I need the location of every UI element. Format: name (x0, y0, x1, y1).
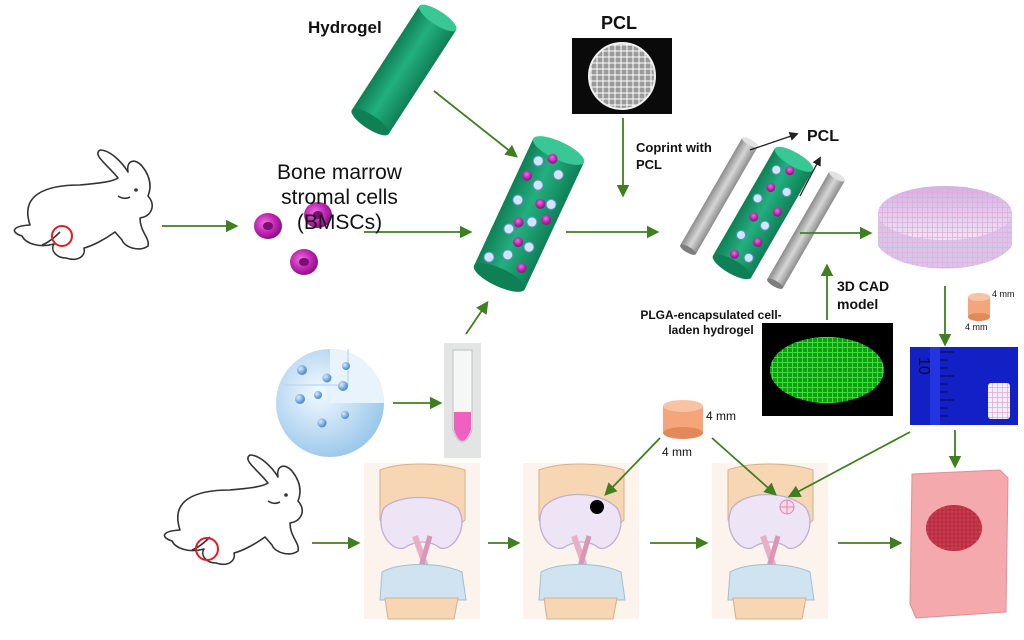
pcl-right-label: PCL (807, 128, 839, 145)
hydrogel-label: Hydrogel (308, 18, 382, 37)
size-label-small-2: 4 mm (965, 322, 988, 332)
hydrogel-tube-photo (444, 343, 481, 458)
pcl-pointer-arrow-2 (799, 156, 821, 197)
cad-model-image (762, 323, 893, 416)
hydrogel-rod-icon (351, 4, 457, 136)
cad-model-label: 3D CAD model (837, 278, 890, 312)
bmsc-cells-icon (254, 202, 332, 275)
rabbit-top-icon (13, 149, 153, 261)
flow-arrows (162, 90, 962, 550)
scaffold-size-icon-small (968, 293, 990, 321)
arrow-ruler-to-knee (787, 431, 911, 498)
coprint-label: Coprint with PCL (636, 140, 712, 172)
arrow-tube-to-hydrogel (465, 300, 489, 335)
repaired-tissue-photo (909, 469, 1009, 619)
pcl-pointer-arrow-1 (749, 132, 799, 151)
size-label-mid-2: 4 mm (662, 445, 692, 459)
arrow-size-to-defect (604, 437, 661, 496)
scaffold-size-icon-large (663, 400, 703, 439)
size-label-mid-1: 4 mm (706, 409, 736, 423)
printed-scaffold-photo (878, 186, 1012, 269)
ruler-number-label: 10 (915, 357, 932, 375)
arrow-hydrogel-down (433, 90, 518, 158)
size-label-small-1: 4 mm (992, 289, 1015, 299)
knee-joint-defect-icon (523, 463, 639, 620)
coprinted-construct-icon (680, 137, 845, 289)
knee-joint-intact-icon (364, 463, 480, 620)
rabbit-bottom-icon (163, 454, 303, 566)
cell-laden-hydrogel-icon (473, 136, 585, 292)
plga-microsphere-icon (276, 349, 384, 457)
bmsc-label: Bone marrow stromal cells (BMSCs) (277, 161, 402, 234)
harvest-site-marker-bottom (195, 537, 219, 561)
scaffold-ruler-photo (910, 347, 1018, 425)
pcl-scaffold-photo (572, 38, 672, 114)
knee-joint-implanted-icon (712, 463, 828, 620)
pcl-top-label: PCL (601, 13, 637, 33)
plga-hydrogel-label: PLGA-encapsulated cell-laden hydrogel (640, 308, 782, 337)
harvest-site-marker-top (51, 225, 73, 247)
arrow-size-to-implant (711, 437, 777, 496)
